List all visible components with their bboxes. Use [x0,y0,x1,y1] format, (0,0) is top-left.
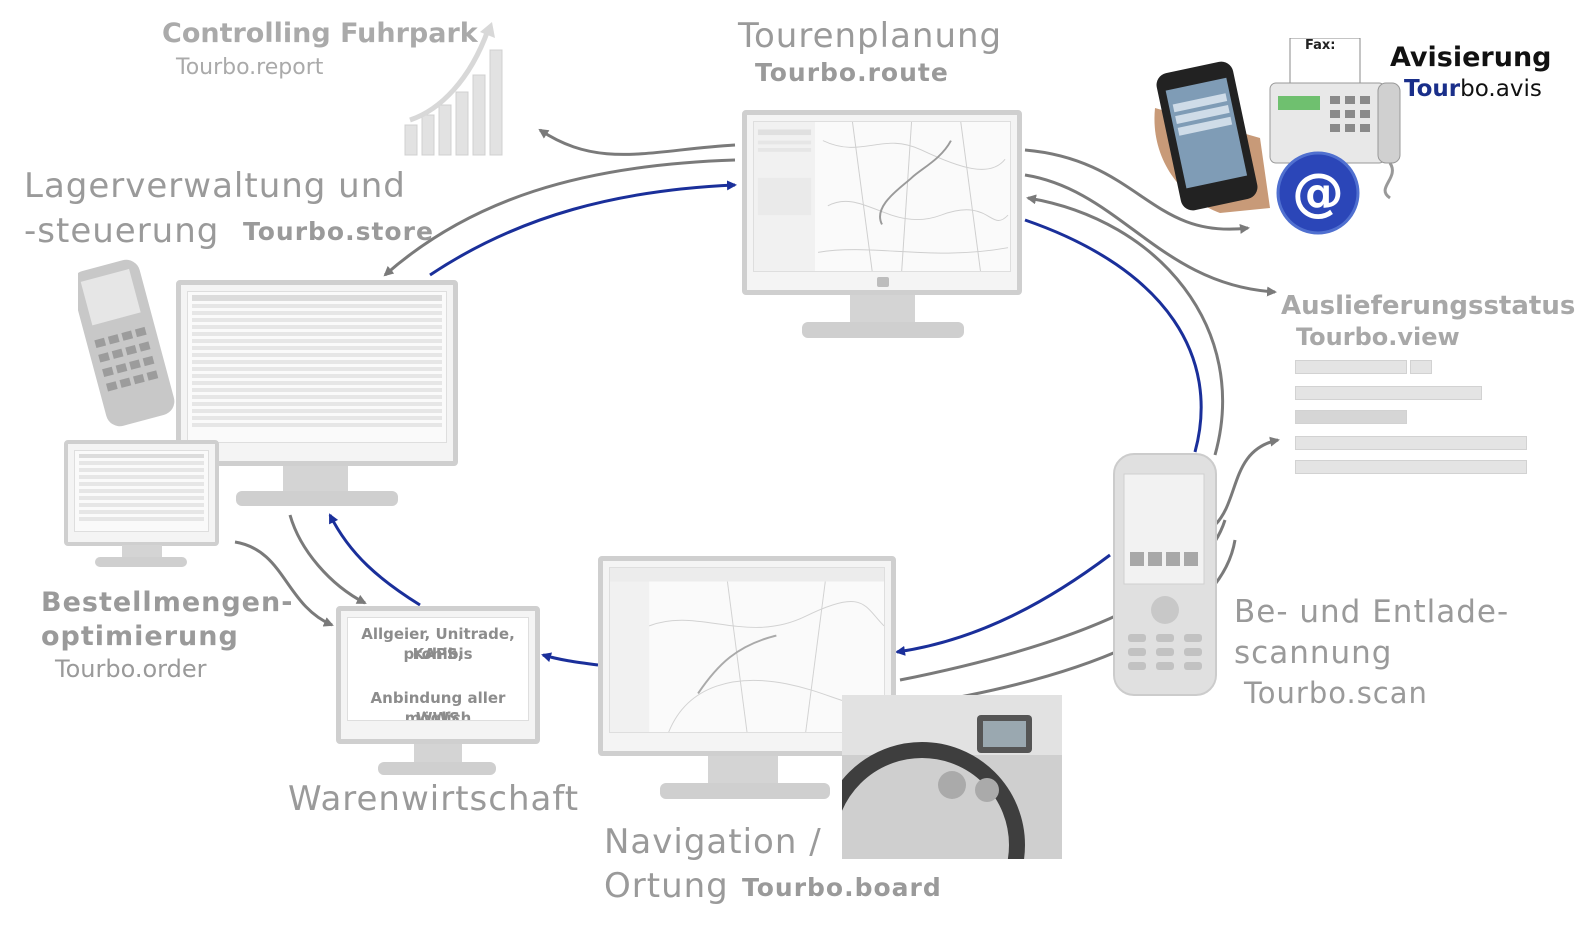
navigation-monitor-foot [660,783,830,799]
ww-screen: Allgeier, Unitrade, KAPS, prohibis Anbin… [347,617,529,721]
arrow-order-to-ww [234,540,334,627]
ww-monitor-stand [414,744,462,764]
order-monitor-stand [122,545,162,558]
ww-screen-line1: Allgeier, Unitrade, KAPS, [361,625,515,663]
navigation-title-line2: Ortung [604,866,729,906]
route-monitor-stand [850,295,915,323]
navigation-monitor-stand [708,756,778,784]
store-monitor-stand [283,466,348,492]
bestellmengen-title-line1: Bestellmengen- [41,587,294,618]
ww-screen-line3: Anbindung aller WWS [370,689,506,721]
ww-screen-line2: prohibis [403,645,473,663]
store-monitor-foot [236,491,398,506]
avisierung-product-suffix: bo.avis [1460,76,1542,102]
map-icon [754,122,1009,271]
growth-chart-icon [404,22,503,156]
arrow-scan-to-navigation [895,553,1111,656]
arrow-store-to-ww [288,514,367,605]
arrow-route-to-view [1024,173,1277,297]
steering-wheel-icon [842,695,1062,859]
controlling-product: Tourbo.report [176,55,324,80]
navigation-map-icon [610,568,884,732]
auslieferung-product: Tourbo.view [1296,323,1460,351]
controlling-title: Controlling Fuhrpark [162,18,478,49]
order-table-screen [74,450,209,532]
order-monitor [64,440,219,546]
arrow-ww-to-store [328,513,421,607]
ww-monitor-foot [378,762,496,775]
arrow-navigation-to-ww [541,652,599,667]
tourenplanung-product: Tourbo.route [755,58,949,87]
bestellmengen-product: Tourbo.order [55,655,207,683]
arrow-store-to-route [429,180,737,277]
avisierung-title: Avisierung [1390,42,1552,73]
delivery-status-gantt [1295,352,1535,482]
order-monitor-foot [95,557,187,567]
bestellmengen-title-line2: optimierung [41,621,239,652]
handheld-scanner-icon [78,259,175,427]
arrow-route-to-store [383,158,736,277]
scan-title-line2: scannung [1234,635,1393,671]
route-map-screen [753,121,1011,272]
avisierung-product-prefix: Tour [1404,76,1461,102]
phone-fax-email-icon: @ [1154,38,1401,235]
arrow-route-to-avis [1024,148,1250,234]
arrow-scan-to-view [1213,436,1280,527]
warenwirtschaft-title: Warenwirtschaft [288,779,580,819]
auslieferung-title: Auslieferungsstatus [1281,291,1576,321]
store-table-screen [187,291,447,443]
navigation-title-line1: Navigation / [604,822,822,862]
avisierung-product: Tourbo.avis [1404,76,1542,102]
tourenplanung-title: Tourenplanung [738,16,1003,56]
route-monitor-foot [802,322,964,338]
ww-screen-line4: möglich [404,709,472,721]
scan-product: Tourbo.scan [1244,676,1428,710]
lager-product: Tourbo.store [243,217,434,246]
store-monitor [176,280,458,466]
ww-monitor: Allgeier, Unitrade, KAPS, prohibis Anbin… [336,606,540,744]
mobile-scanner-icon [1113,453,1217,696]
arrow-scan-to-route [1026,194,1225,456]
lager-title-line1: Lagerverwaltung und [24,166,406,206]
route-monitor [742,110,1022,295]
arrow-route-to-report [538,128,736,156]
navigation-product: Tourbo.board [742,873,942,902]
svg-text:@: @ [1292,163,1344,223]
fax-label: Fax: [1305,38,1336,53]
navigation-map-screen [609,567,885,733]
scan-title-line1: Be- und Entlade- [1234,594,1510,630]
arrow-route-to-scan [1024,218,1203,453]
lager-title-line2: -steuerung [24,211,220,251]
